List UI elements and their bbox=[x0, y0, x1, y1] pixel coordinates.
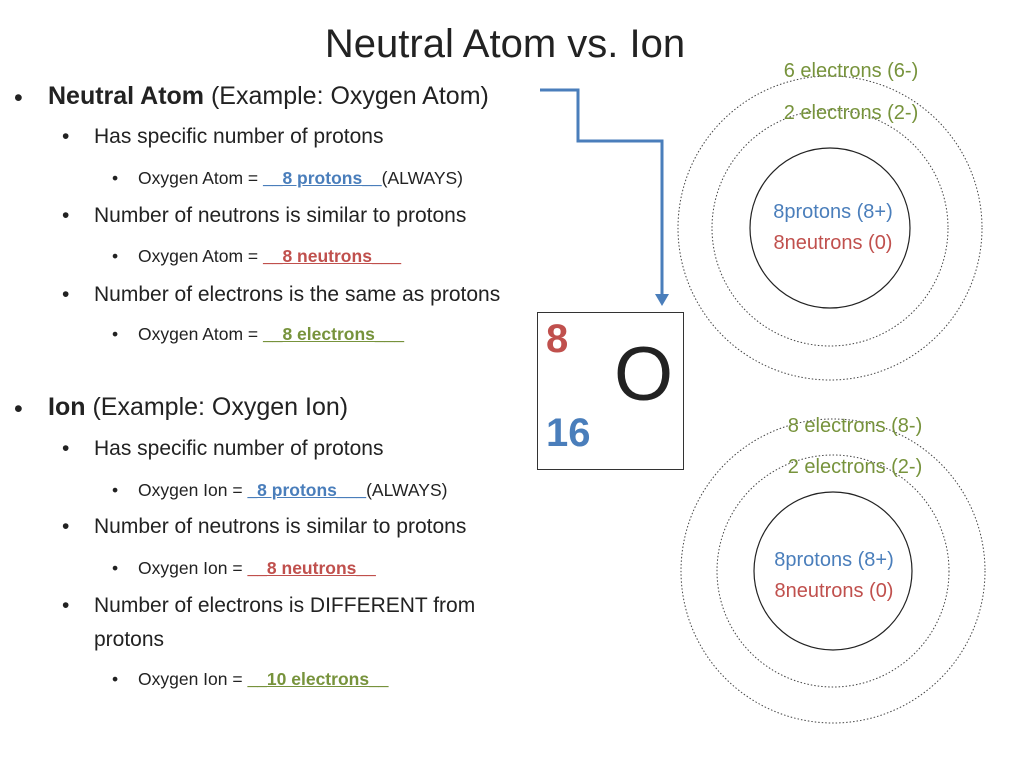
neutral-electrons-label: Number of electrons is the same as proto… bbox=[94, 283, 501, 306]
ion-heading-bold: Ion bbox=[48, 393, 86, 421]
ion-electrons-label-line2: protons bbox=[94, 628, 165, 651]
ion-neutrons-value: __8 neutrons__ bbox=[247, 558, 376, 578]
nucleus bbox=[749, 147, 911, 309]
ion-inner-shell-label: 2 electrons (2-) bbox=[788, 456, 923, 478]
element-symbol: O bbox=[614, 332, 674, 417]
neutral-protons-prefix: Oxygen Atom = bbox=[138, 168, 263, 188]
ion-outer-shell-label: 8 electrons (8-) bbox=[788, 415, 923, 437]
ion-neutrons-label: Number of neutrons is similar to protons bbox=[94, 515, 467, 538]
bullet-dot: • bbox=[14, 395, 23, 423]
bullet-dot: • bbox=[62, 125, 70, 148]
neutral-electrons-line: Oxygen Atom = __8 electrons___ bbox=[138, 324, 404, 345]
neutral-atom-heading-bold: Neutral Atom bbox=[48, 82, 205, 110]
ion-protons-label: Has specific number of protons bbox=[94, 437, 384, 460]
atom-protons-label: 8protons (8+) bbox=[773, 201, 893, 223]
bullet-dot: • bbox=[112, 168, 119, 188]
arrow-head-icon bbox=[655, 294, 669, 306]
ion-electrons-value: __10 electrons__ bbox=[247, 669, 389, 689]
ion-neutrons-label: 8neutrons (0) bbox=[775, 580, 894, 602]
bullet-dot: • bbox=[112, 669, 119, 689]
atom-inner-shell-label: 2 electrons (2-) bbox=[784, 102, 919, 124]
bullet-list: • Neutral Atom (Example: Oxygen Atom) • … bbox=[14, 82, 501, 690]
neutral-neutrons-prefix: Oxygen Atom = bbox=[138, 246, 263, 266]
bullet-dot: • bbox=[62, 437, 70, 460]
connector-arrow bbox=[540, 88, 664, 296]
ion-heading-rest: (Example: Oxygen Ion) bbox=[85, 393, 349, 421]
inner-electron-shell bbox=[716, 454, 950, 688]
outer-electron-shell bbox=[677, 75, 983, 381]
ion-electrons-label-line1: Number of electrons is DIFFERENT from bbox=[94, 594, 476, 617]
ion-model: 8 electrons (8-) 2 electrons (2-) 8proto… bbox=[680, 415, 986, 724]
neutral-electrons-prefix: Oxygen Atom = bbox=[138, 324, 263, 344]
atom-neutrons-label: 8neutrons (0) bbox=[774, 232, 893, 254]
bullet-dot: • bbox=[62, 594, 70, 617]
ion-electrons-prefix: Oxygen Ion = bbox=[138, 669, 248, 689]
ion-protons-suffix: (ALWAYS) bbox=[366, 480, 448, 500]
ion-neutrons-prefix: Oxygen Ion = bbox=[138, 558, 248, 578]
ion-protons-line: Oxygen Ion = _8 protons___(ALWAYS) bbox=[138, 480, 447, 501]
bullet-dot: • bbox=[112, 558, 119, 578]
ion-electrons-line: Oxygen Ion = __10 electrons__ bbox=[138, 669, 389, 690]
neutral-protons-line: Oxygen Atom = __8 protons__(ALWAYS) bbox=[138, 168, 463, 189]
neutral-protons-label: Has specific number of protons bbox=[94, 125, 384, 148]
ion-protons-value: _8 protons___ bbox=[247, 480, 367, 500]
outer-electron-shell bbox=[680, 418, 986, 724]
ion-protons-prefix: Oxygen Ion = bbox=[138, 480, 248, 500]
ion-heading: Ion (Example: Oxygen Ion) bbox=[48, 393, 348, 422]
bullet-dot: • bbox=[112, 246, 119, 266]
bullet-dot: • bbox=[14, 84, 23, 112]
mass-number: 16 bbox=[546, 411, 591, 455]
bullet-dot: • bbox=[62, 515, 70, 538]
atom-outer-shell-label: 6 electrons (6-) bbox=[784, 60, 919, 82]
slide-title: Neutral Atom vs. Ion bbox=[324, 22, 686, 66]
ion-protons-label: 8protons (8+) bbox=[774, 549, 894, 571]
element-symbol-box: 8 16 O bbox=[537, 312, 684, 470]
bullet-dot: • bbox=[62, 204, 70, 227]
neutral-protons-value: __8 protons__ bbox=[263, 168, 382, 188]
neutral-neutrons-value: __8 neutrons___ bbox=[263, 246, 402, 266]
neutral-atom-model: 6 electrons (6-) 2 electrons (2-) 8proto… bbox=[677, 60, 983, 381]
inner-electron-shell bbox=[711, 109, 949, 347]
neutral-electrons-value: __8 electrons___ bbox=[263, 324, 405, 344]
neutral-protons-suffix: (ALWAYS) bbox=[381, 168, 464, 188]
atomic-number: 8 bbox=[546, 317, 569, 361]
neutral-atom-heading-rest: (Example: Oxygen Atom) bbox=[204, 82, 489, 110]
bullet-dot: • bbox=[112, 324, 119, 344]
ion-neutrons-line: Oxygen Ion = __8 neutrons__ bbox=[138, 558, 376, 579]
bullet-dot: • bbox=[62, 283, 70, 306]
nucleus bbox=[753, 491, 913, 651]
neutral-neutrons-line: Oxygen Atom = __8 neutrons___ bbox=[138, 246, 401, 267]
neutral-atom-heading: Neutral Atom (Example: Oxygen Atom) bbox=[48, 82, 489, 111]
bullet-dot: • bbox=[112, 480, 119, 500]
neutral-neutrons-label: Number of neutrons is similar to protons bbox=[94, 204, 467, 227]
